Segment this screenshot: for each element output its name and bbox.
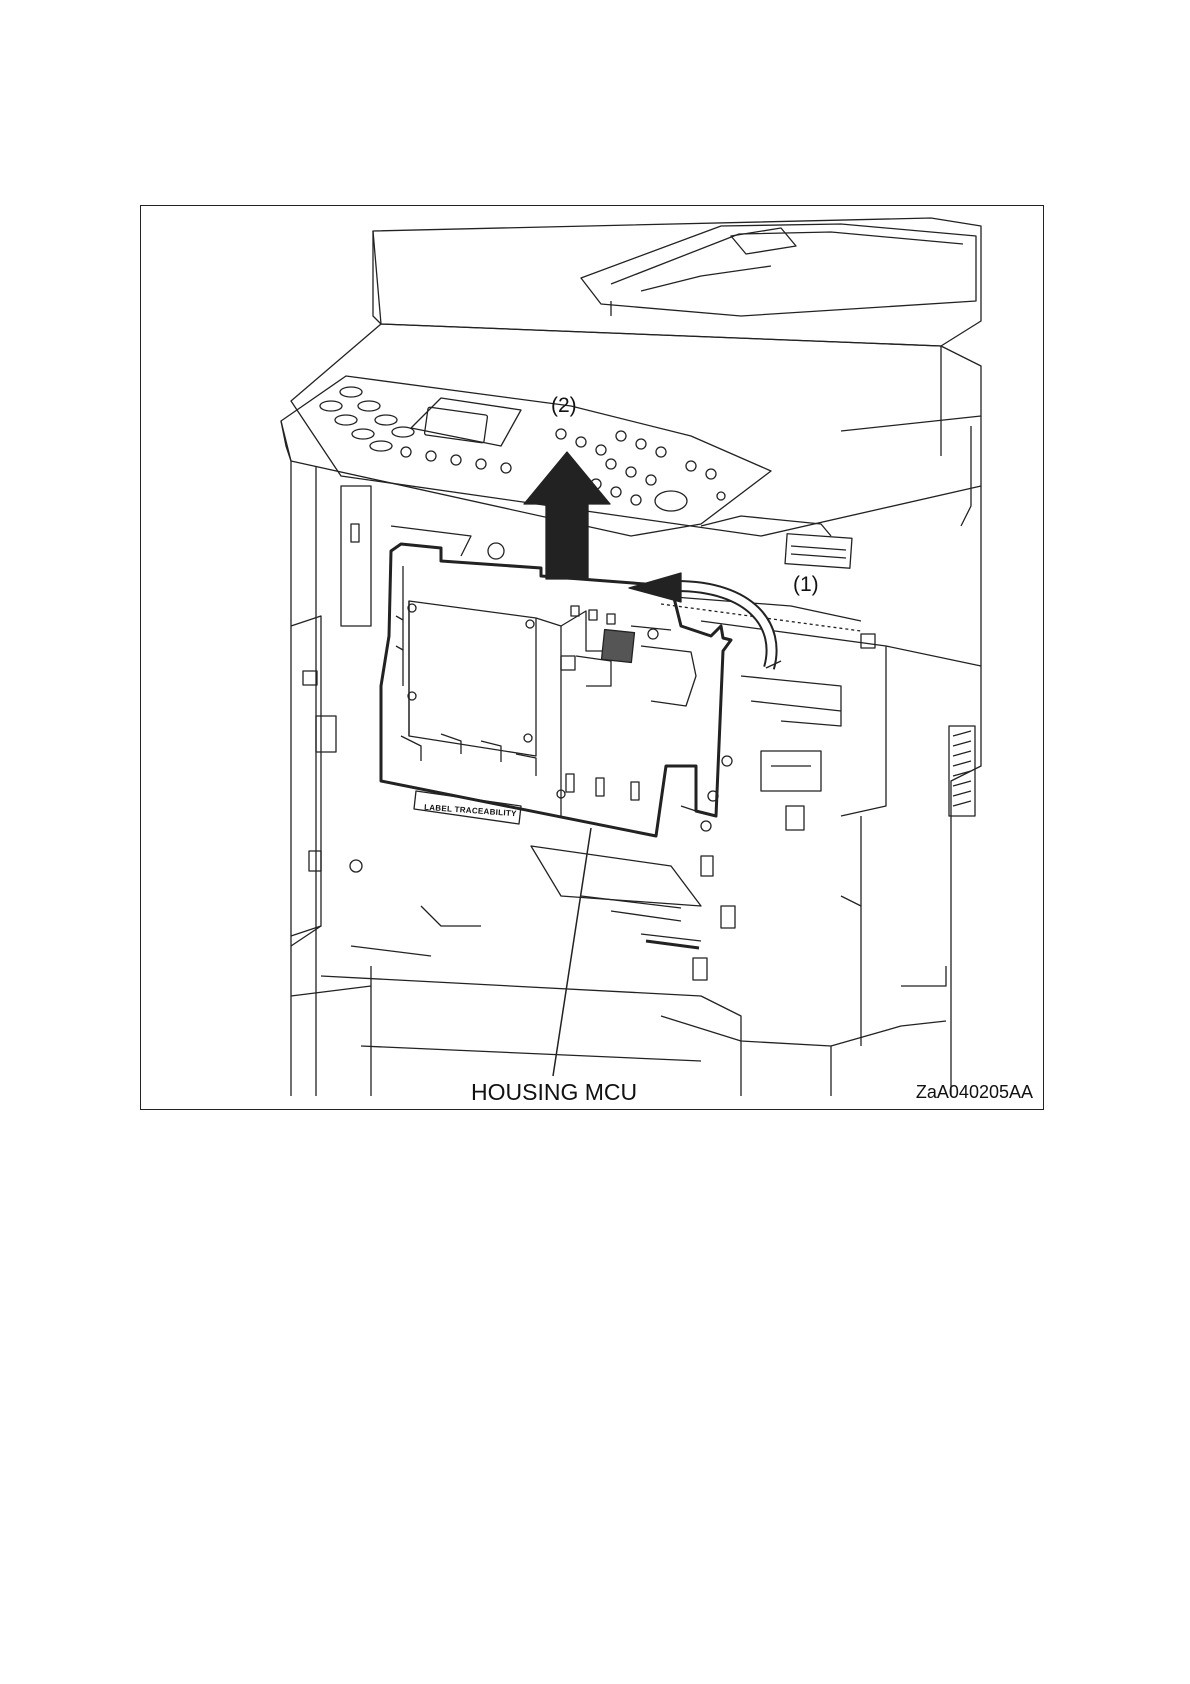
scanner-body xyxy=(291,324,981,536)
step-1-label: (1) xyxy=(793,573,819,597)
figure-code-label: ZaA040205AA xyxy=(916,1082,1033,1103)
step-2-label: (2) xyxy=(551,394,577,418)
control-panel xyxy=(281,376,771,536)
figure-frame: (2) (1) LABEL TRACEABILITY HOUSING MCU Z… xyxy=(140,205,1044,1110)
printer-body xyxy=(291,461,981,1096)
leader-line xyxy=(553,828,591,1076)
part-name-label: HOUSING MCU xyxy=(471,1079,637,1106)
arrow-step-1 xyxy=(629,573,781,668)
panel-buttons xyxy=(320,387,725,511)
printer-line-drawing xyxy=(141,206,1044,1110)
